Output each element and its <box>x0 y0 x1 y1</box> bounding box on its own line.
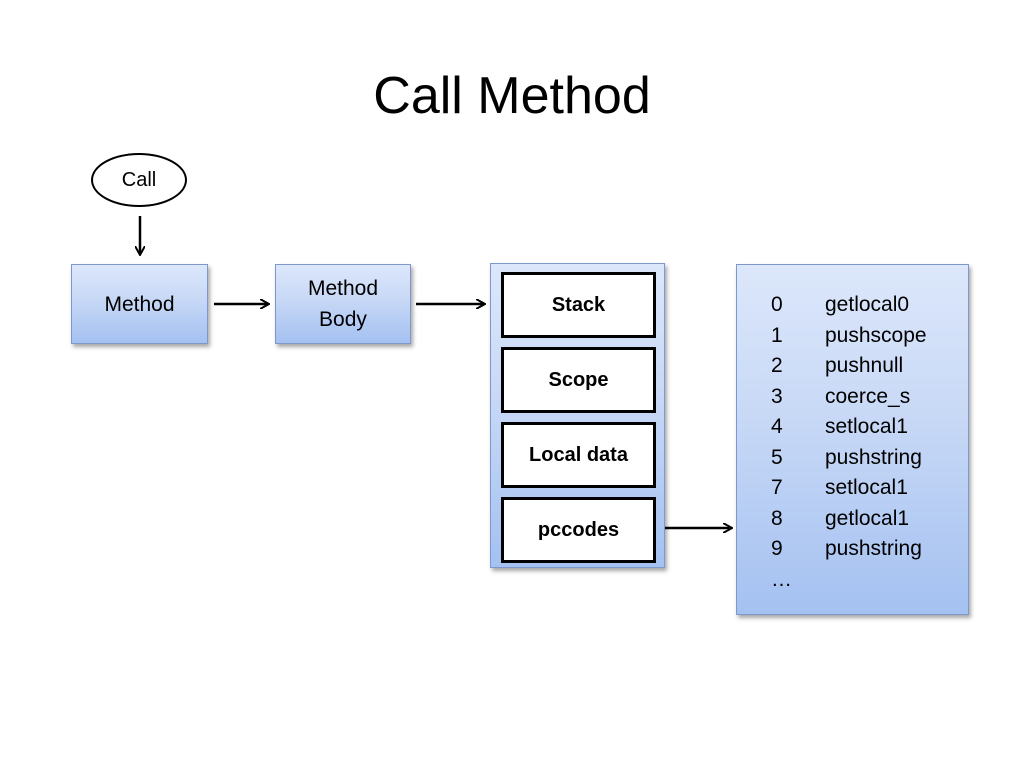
bytecode-op: coerce_s <box>825 384 911 408</box>
method-node: Method <box>71 264 208 344</box>
bytecode-op: setlocal1 <box>825 415 908 438</box>
bytecode-row: 4 setlocal1 <box>771 412 927 443</box>
bytecode-offset: 5 <box>771 445 783 469</box>
call-label: Call <box>121 168 157 191</box>
bytecode-listing: 0 getlocal0 1 pushscope 2 pushnull 3 coe… <box>736 264 969 615</box>
bytecode-op: pushnull <box>825 354 904 377</box>
bytecode-list: 0 getlocal0 1 pushscope 2 pushnull 3 coe… <box>771 290 927 595</box>
bytecode-op: getlocal1 <box>825 506 910 530</box>
bytecode-offset: 1 <box>771 323 783 347</box>
bytecode-offset: 8 <box>771 506 783 530</box>
method-label: Method <box>104 292 175 316</box>
frame-cell-pccodes: pccodes <box>501 497 656 563</box>
frame-cell-label: Local data <box>529 443 628 466</box>
bytecode-row: 9 pushstring <box>771 534 927 565</box>
bytecode-row: 5 pushstring <box>771 443 927 474</box>
frame-cell-stack: Stack <box>501 272 656 338</box>
bytecode-offset: 0 <box>771 293 783 316</box>
bytecode-row: 8 getlocal1 <box>771 504 927 535</box>
frame-cell-local-data: Local data <box>501 422 656 488</box>
method-frame-node: Stack Scope Local data pccodes <box>490 263 665 568</box>
frame-cell-label: pccodes <box>537 518 620 541</box>
bytecode-row: 0 getlocal0 <box>771 290 927 321</box>
bytecode-op: setlocal1 <box>825 476 908 499</box>
frame-cell-label: Scope <box>548 368 609 391</box>
bytecode-row: 2 pushnull <box>771 351 927 382</box>
bytecode-row: 1 pushscope <box>771 321 927 352</box>
bytecode-row: 3 coerce_s <box>771 382 927 413</box>
bytecode-offset: 9 <box>771 537 783 560</box>
bytecode-ellipsis: … <box>771 567 792 591</box>
bytecode-offset: 3 <box>771 384 783 408</box>
method-body-label: Method Body <box>307 277 379 331</box>
call-node: Call <box>91 153 187 207</box>
bytecode-offset: 7 <box>771 476 783 499</box>
bytecode-op: pushstring <box>825 537 922 560</box>
method-body-node: Method Body <box>275 264 411 344</box>
slide-title: Call Method <box>373 67 651 125</box>
bytecode-offset: 2 <box>771 354 783 377</box>
frame-cell-scope: Scope <box>501 347 656 413</box>
bytecode-op: pushstring <box>825 445 922 469</box>
bytecode-offset: 4 <box>771 415 783 438</box>
bytecode-row: 7 setlocal1 <box>771 473 927 504</box>
frame-cell-label: Stack <box>551 293 606 316</box>
bytecode-op: pushscope <box>825 323 927 347</box>
bytecode-op: getlocal0 <box>825 293 910 316</box>
